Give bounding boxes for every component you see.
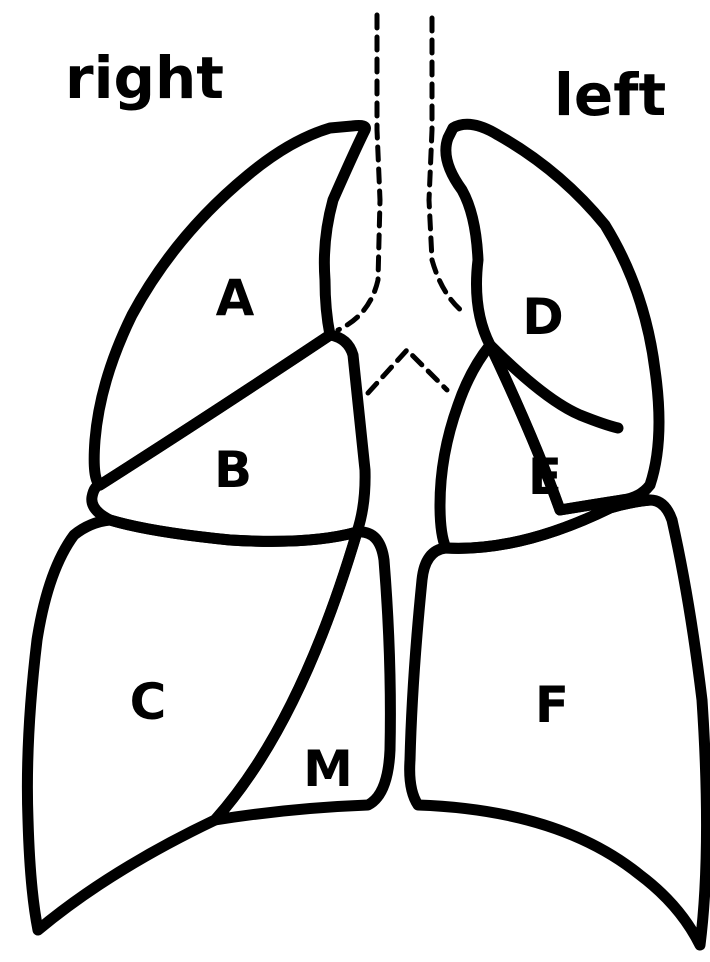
region-label-m: M [303, 740, 353, 798]
region-label-d: D [522, 288, 564, 346]
region-label-a: A [216, 269, 255, 327]
label-right: right [65, 44, 224, 112]
region-c-outline [27, 520, 357, 930]
region-label-e: E [528, 448, 562, 506]
trachea-outline [338, 15, 463, 393]
region-label-f: F [535, 676, 569, 734]
label-left: left [554, 61, 666, 129]
region-b-outline [92, 335, 365, 541]
region-label-c: C [130, 673, 167, 731]
region-e-outline [440, 345, 650, 548]
right-lung [27, 126, 390, 931]
left-lung [410, 124, 707, 945]
region-label-b: B [214, 441, 252, 499]
